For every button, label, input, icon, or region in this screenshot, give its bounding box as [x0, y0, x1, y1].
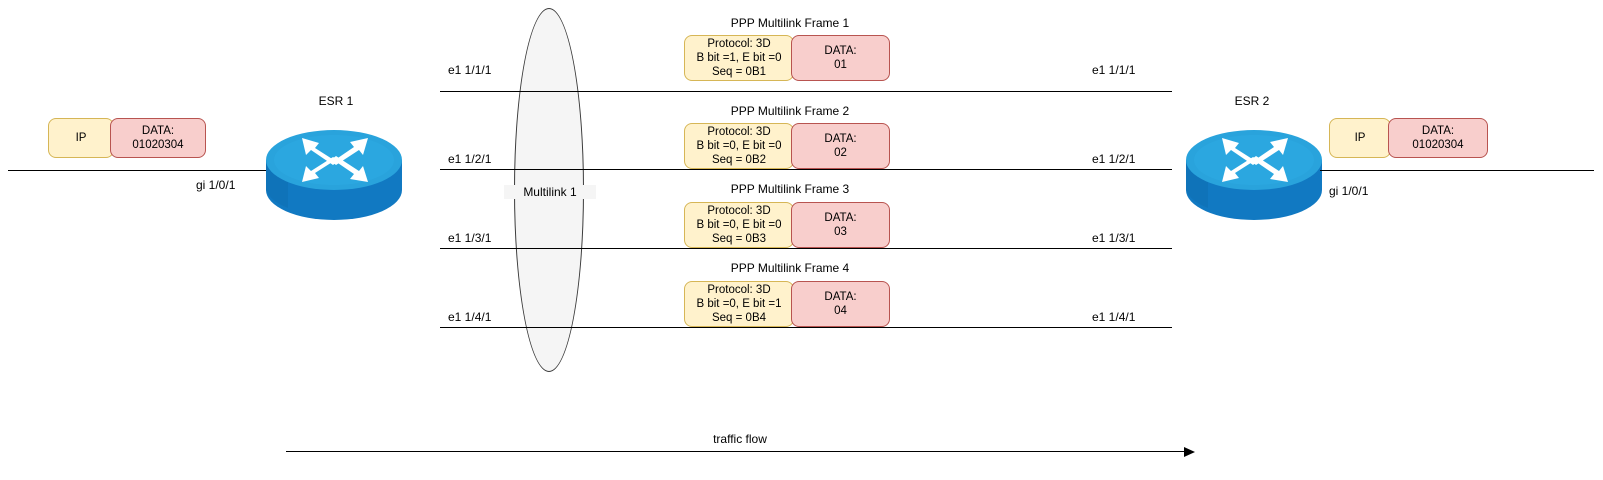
right-access-link-line	[1320, 170, 1594, 171]
member-link-line-1	[440, 91, 1172, 92]
frame-payload-box-4: DATA: 04	[791, 281, 890, 327]
left-data-payload-box: DATA: 01020304	[110, 118, 206, 158]
router-esr1-icon	[262, 112, 406, 224]
right-router-title: ESR 2	[1234, 94, 1270, 108]
member-link-line-2	[440, 169, 1172, 170]
member-link-line-3	[440, 248, 1172, 249]
frame-title-2: PPP Multilink Frame 2	[730, 104, 850, 118]
right-ip-header-box: IP	[1329, 118, 1391, 158]
multilink-bundle-label: Multilink 1	[504, 185, 596, 199]
right-data-payload-box: DATA: 01020304	[1388, 118, 1488, 158]
traffic-flow-line	[286, 451, 1184, 453]
left-interface-label-2: e1 1/2/1	[448, 152, 492, 166]
frame-header-box-4: Protocol: 3D B bit =0, E bit =1 Seq = 0B…	[684, 281, 794, 327]
left-router-title: ESR 1	[318, 94, 354, 108]
left-interface-label-4: e1 1/4/1	[448, 310, 492, 324]
frame-header-box-2: Protocol: 3D B bit =0, E bit =0 Seq = 0B…	[684, 123, 794, 169]
frame-title-4: PPP Multilink Frame 4	[730, 261, 850, 275]
right-interface-label-1: e1 1/1/1	[1092, 63, 1136, 77]
frame-title-3: PPP Multilink Frame 3	[730, 182, 850, 196]
left-access-link-line	[8, 170, 276, 171]
frame-payload-box-1: DATA: 01	[791, 35, 890, 81]
traffic-flow-label: traffic flow	[713, 432, 767, 446]
left-endpoint-interface-label: gi 1/0/1	[196, 178, 236, 192]
right-endpoint-interface-label: gi 1/0/1	[1329, 184, 1369, 198]
frame-header-box-1: Protocol: 3D B bit =1, E bit =0 Seq = 0B…	[684, 35, 794, 81]
left-ip-header-box: IP	[48, 118, 114, 158]
left-interface-label-3: e1 1/3/1	[448, 231, 492, 245]
router-esr2-icon	[1182, 112, 1326, 224]
frame-title-1: PPP Multilink Frame 1	[730, 16, 850, 30]
right-interface-label-3: e1 1/3/1	[1092, 231, 1136, 245]
frame-header-box-3: Protocol: 3D B bit =0, E bit =0 Seq = 0B…	[684, 202, 794, 248]
frame-payload-box-2: DATA: 02	[791, 123, 890, 169]
traffic-flow-arrowhead-icon	[1184, 447, 1195, 457]
right-interface-label-2: e1 1/2/1	[1092, 152, 1136, 166]
left-interface-label-1: e1 1/1/1	[448, 63, 492, 77]
frame-payload-box-3: DATA: 03	[791, 202, 890, 248]
right-interface-label-4: e1 1/4/1	[1092, 310, 1136, 324]
member-link-line-4	[440, 327, 1172, 328]
